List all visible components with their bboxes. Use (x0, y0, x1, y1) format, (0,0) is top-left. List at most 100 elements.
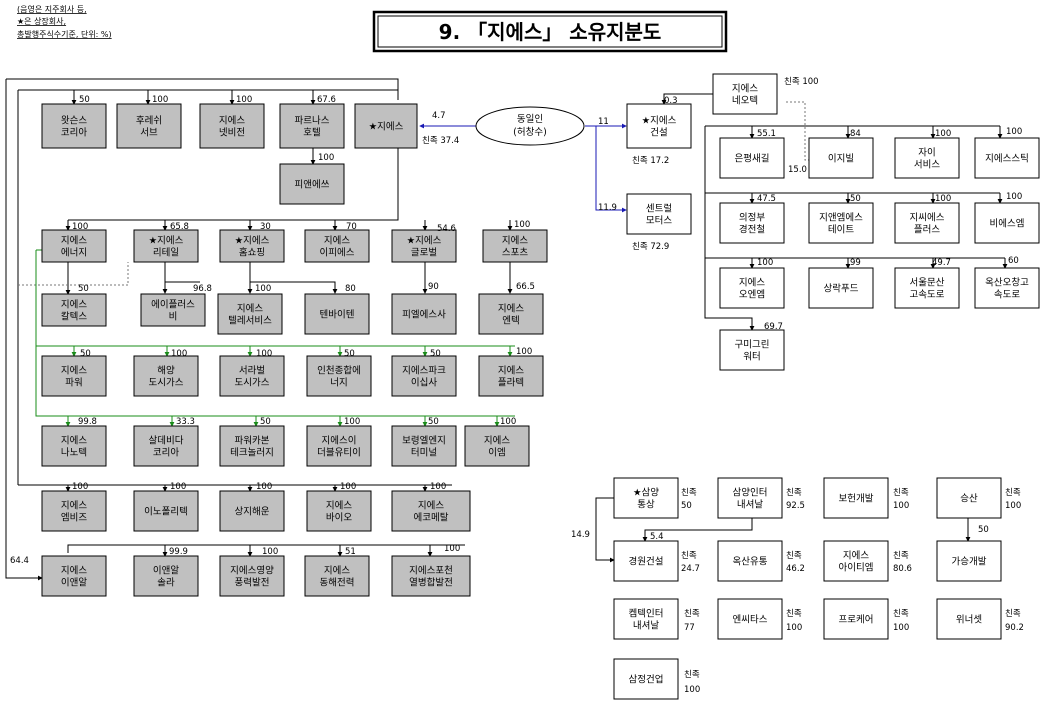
company-telserv-label: 텔레서비스 (228, 315, 272, 327)
owner-line1: 동일인 (517, 114, 543, 125)
company-sangji[interactable]: 상지해운 (219, 490, 285, 532)
company-samyangintl-label: 내셔날 (737, 500, 763, 511)
share-tb80: 80 (345, 284, 356, 294)
company-seoulmunsan-label: 서울문산 (910, 278, 945, 289)
company-ensitas[interactable]: 엔씨타스 (717, 598, 783, 640)
share-ep551: 55.1 (757, 129, 776, 139)
share-ap968: 96.8 (193, 284, 212, 294)
company-pls[interactable]: 피엘에스사 (391, 293, 457, 335)
owner-node[interactable]: 동일인 (허창수) (475, 106, 585, 146)
note-2: ★은 상장회사, (17, 16, 66, 26)
share-pian100: 100 (318, 153, 334, 163)
company-sangrok-label: 상락푸드 (824, 283, 859, 295)
company-pocheon-label: 지에스포천 (409, 566, 453, 577)
company-winnerset[interactable]: 위너셋 (936, 598, 1002, 640)
company-saldeni-label: 코리아 (153, 448, 179, 459)
company-gaseung[interactable]: 가승개발 (936, 540, 1002, 582)
share-cal50: 50 (78, 284, 89, 294)
company-caltex-label: 칼텍스 (61, 312, 87, 323)
company-iand-label: 지에스 (61, 566, 87, 577)
company-samjung[interactable]: 삼정건업 (613, 658, 679, 700)
company-ijiville[interactable]: 이지빌 (808, 137, 874, 179)
company-pian[interactable]: 피앤에쓰 (279, 163, 345, 205)
share-gp100: 100 (935, 194, 951, 204)
company-seorabeol-label: 서라벌 (239, 366, 265, 377)
company-innopolytech[interactable]: 이노폴리텍 (133, 490, 199, 532)
company-bisem[interactable]: 비에스엠 (974, 202, 1040, 244)
company-seungsan[interactable]: 승산 (936, 477, 1002, 519)
company-sports-label: 지에스 (502, 236, 528, 247)
company-gumi-label: 워터 (743, 352, 760, 363)
company-tenbyten-label: 텐바이텐 (320, 310, 355, 321)
share-sy_k: 친족 (681, 487, 697, 498)
share-sr99: 99 (850, 258, 861, 268)
share-yy100: 100 (262, 547, 278, 557)
company-eunpyeong[interactable]: 은평새길 (719, 137, 785, 179)
company-xii-label: 서비스 (914, 160, 940, 171)
company-energy-label: 지에스 (61, 236, 87, 247)
company-sangrok[interactable]: 상락푸드 (808, 267, 874, 309)
company-steel-label: 지에스스틱 (985, 153, 1029, 165)
company-procare[interactable]: 프로케어 (823, 598, 889, 640)
company-bohyun[interactable]: 보헌개발 (823, 477, 889, 519)
share-kw149: 14.9 (571, 530, 590, 540)
company-navision-label: 지에스 (219, 116, 245, 127)
company-oksan[interactable]: 옥산유통 (717, 540, 783, 582)
company-tenbyten[interactable]: 텐바이텐 (304, 293, 370, 335)
company-kyungwon[interactable]: 경원건설 (613, 540, 679, 582)
company-holding[interactable]: ★지에스 (354, 103, 418, 149)
share-wn_k: 친족 (1005, 608, 1021, 619)
share-xi100: 100 (935, 129, 951, 139)
company-steel[interactable]: 지에스스틱 (974, 137, 1040, 179)
